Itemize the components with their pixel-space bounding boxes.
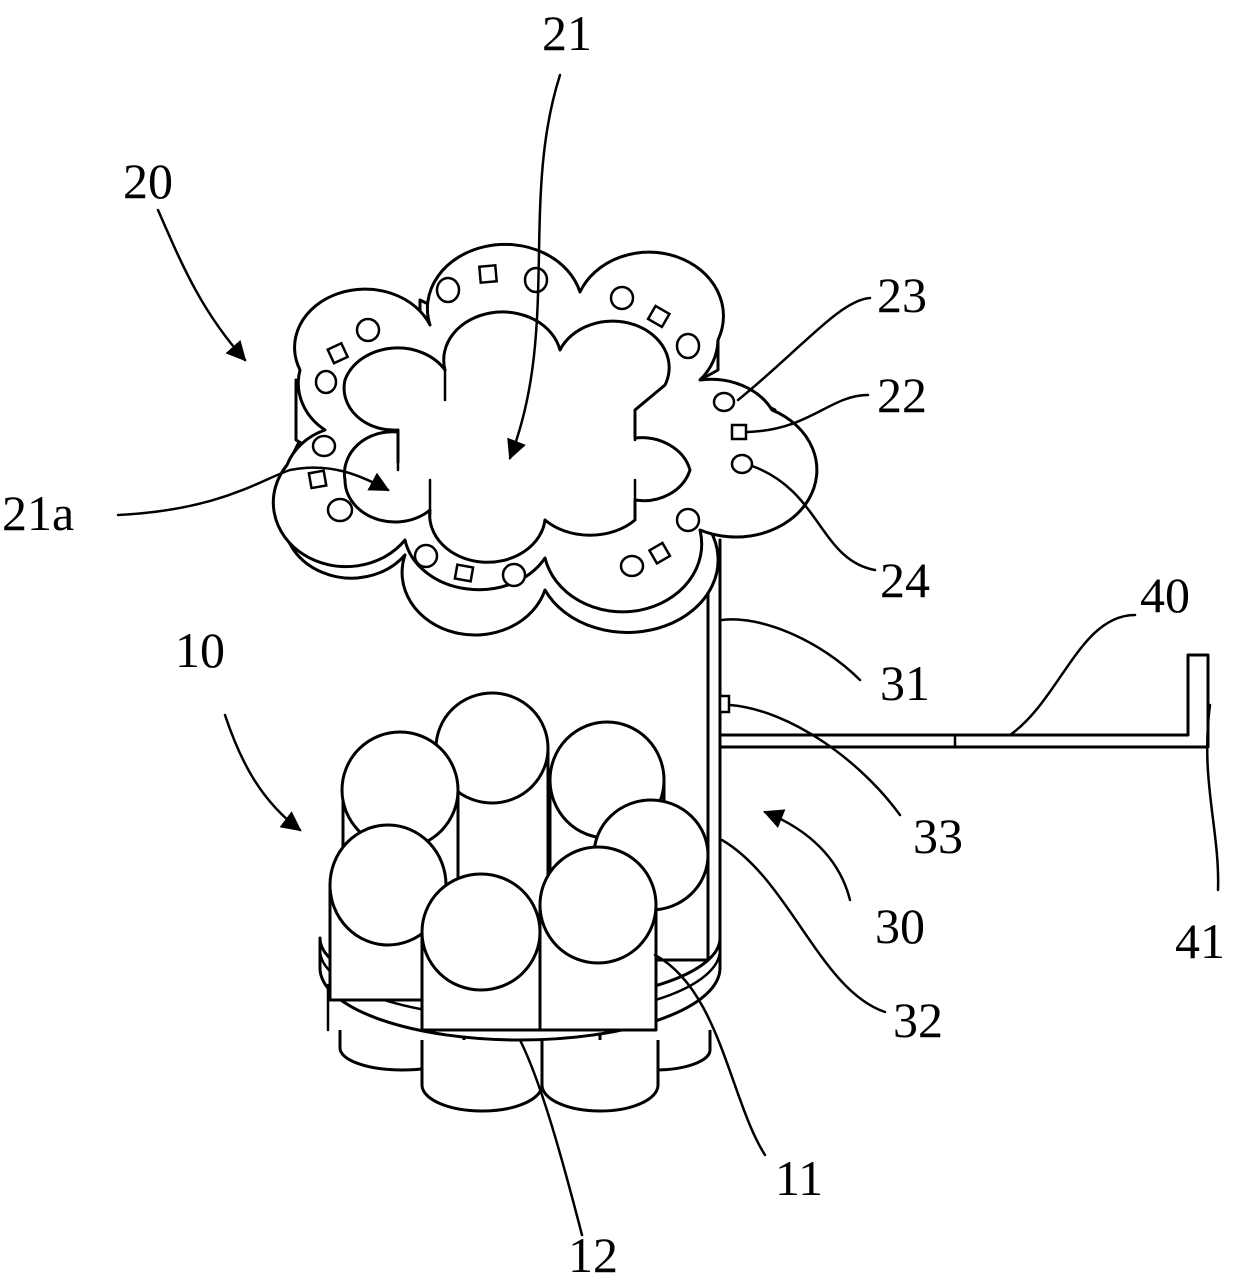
label-41: 41 — [1175, 913, 1225, 969]
hole-24 — [732, 455, 752, 473]
label-11: 11 — [775, 1150, 823, 1206]
label-24: 24 — [880, 552, 930, 608]
label-32: 32 — [893, 992, 943, 1048]
label-33: 33 — [913, 808, 963, 864]
label-40: 40 — [1140, 567, 1190, 623]
label-22: 22 — [877, 367, 927, 423]
label-21a: 21a — [2, 485, 74, 541]
cylinder-front-center — [422, 874, 540, 1030]
label-23: 23 — [877, 267, 927, 323]
label-21: 21 — [542, 5, 592, 61]
label-12: 12 — [568, 1227, 618, 1283]
slot-22 — [732, 425, 746, 439]
support-rod-30 — [708, 540, 729, 945]
lower-cylinder-12-right — [542, 1040, 658, 1111]
label-20: 20 — [123, 153, 173, 209]
rod-clamp-33 — [720, 696, 729, 712]
container-rack-10 — [320, 693, 720, 1111]
cylinder-front-right — [540, 847, 656, 1030]
flower-tray-20 — [273, 244, 817, 635]
label-10: 10 — [175, 622, 225, 678]
hole-23 — [714, 393, 734, 411]
label-30: 30 — [875, 898, 925, 954]
label-31: 31 — [880, 655, 930, 711]
arm-40 — [720, 655, 1208, 747]
